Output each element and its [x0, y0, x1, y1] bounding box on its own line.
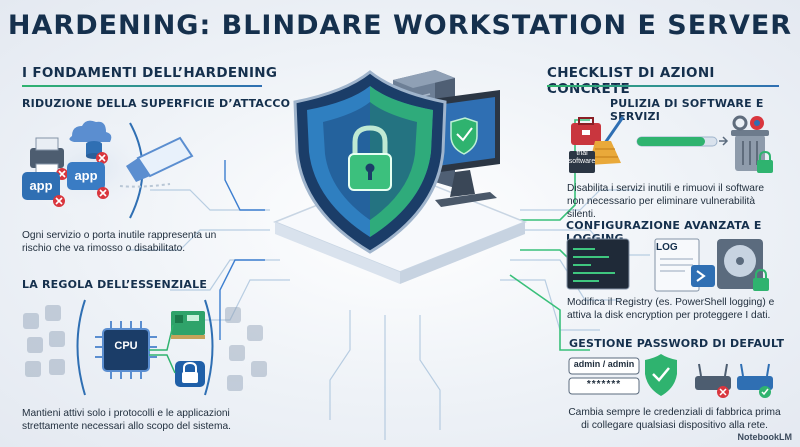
- faded-apps-icon: [23, 305, 267, 391]
- trial-software-label: trial software: [568, 150, 596, 165]
- log-file-icon: [654, 238, 700, 292]
- app-tile-icon: app: [22, 172, 60, 200]
- hard-disk-icon: [717, 239, 763, 289]
- lock-icon: [175, 361, 205, 387]
- security-shield-icon: [293, 70, 447, 254]
- right-heading-rule: [547, 85, 779, 87]
- log-file-label: LOG: [656, 242, 678, 253]
- cpu-chip-icon: [95, 321, 157, 379]
- lock-icon: [753, 268, 769, 291]
- broom-icon: [589, 116, 625, 165]
- page-title: HARDENING: BLINDARE WORKSTATION E SERVER: [7, 10, 793, 41]
- left-section1-text: Ogni servizio o porta inutile rappresent…: [22, 230, 217, 254]
- lock-icon: [757, 150, 773, 173]
- center-illustration: [272, 70, 528, 284]
- eraser-icon: [119, 136, 194, 188]
- router-icon: [737, 363, 773, 398]
- cleanup-progress-fill: [637, 137, 705, 146]
- app-tile-icon: app: [67, 162, 105, 190]
- watermark: NotebookLM: [737, 432, 793, 442]
- right-column-heading: CHECKLIST DI AZIONI CONCRETE: [547, 65, 715, 97]
- username-field: [568, 357, 640, 375]
- shield-check-icon: [645, 354, 677, 396]
- browser-icon: [750, 116, 764, 130]
- logging-illustration: [566, 238, 769, 292]
- cloud-database-icon: [69, 120, 112, 159]
- router-icon: [695, 363, 731, 398]
- terminal-icon: [566, 238, 630, 290]
- blocked-icon: [96, 152, 108, 164]
- gear-icon: [732, 115, 748, 131]
- left-section2-text: Mantieni attivi solo i protocolli e le a…: [22, 408, 231, 432]
- powershell-icon: [691, 265, 715, 287]
- software-cleanup-illustration: [569, 115, 773, 173]
- masked-password-text: *******: [586, 379, 622, 390]
- right-section1-text: Disabilita i servizi inutili e rimuovi i…: [567, 183, 765, 220]
- toolbox-icon: [571, 117, 601, 145]
- left-section2-heading: LA REGOLA DELL’ESSENZIALE: [22, 278, 208, 291]
- left-heading-rule: [22, 85, 262, 87]
- default-credentials-text: admin / admin: [573, 359, 635, 369]
- network-card-icon: [171, 311, 205, 339]
- software-box-icon: [569, 151, 595, 173]
- default-password-illustration: [568, 354, 773, 398]
- password-field: [568, 377, 640, 395]
- right-section2-text: Modifica il Registry (es. PowerShell log…: [567, 297, 775, 321]
- essential-rule-illustration: [23, 299, 267, 396]
- right-section3-heading: GESTIONE PASSWORD DI DEFAULT: [569, 337, 785, 350]
- blocked-icon: [53, 195, 65, 207]
- cpu-chip-label: CPU: [114, 340, 138, 352]
- left-column-heading: I FONDAMENTI DELL’HARDENING: [22, 65, 278, 81]
- left-section1-heading: RIDUZIONE DELLA SUPERFICIE D’ATTACCO: [22, 97, 291, 110]
- right-section3-text: Cambia sempre le credenziali di fabbrica…: [568, 407, 781, 431]
- blocked-icon: [97, 187, 109, 199]
